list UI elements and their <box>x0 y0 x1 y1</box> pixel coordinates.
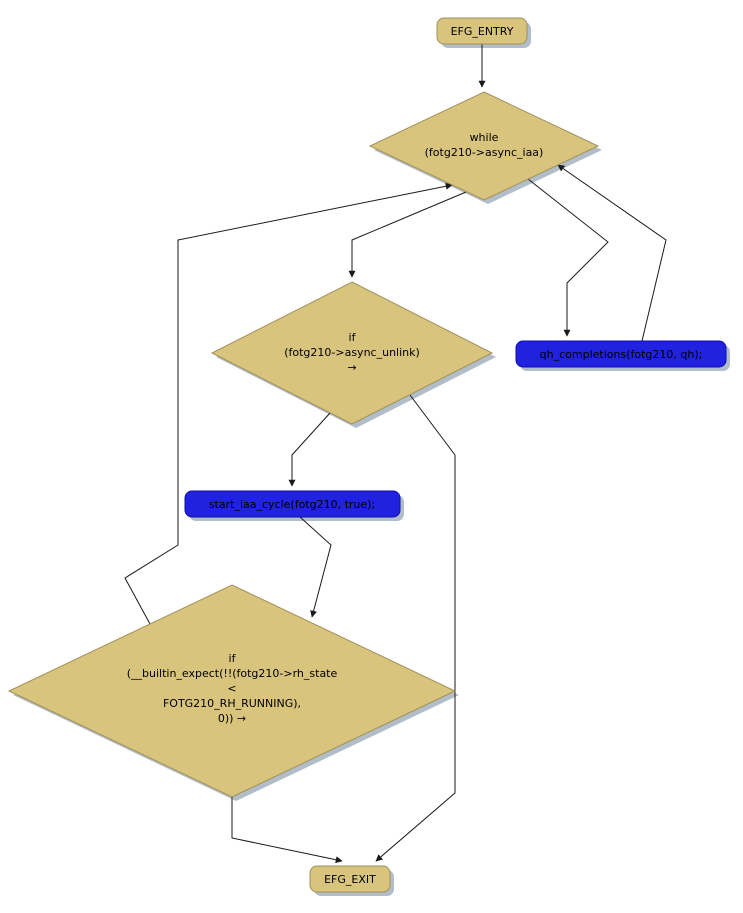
if-expect-label-line-4: FOTG210_RH_RUNNING), <box>163 697 301 710</box>
if-expect-label-line-3: < <box>227 682 236 695</box>
if-unlink-diamond <box>210 281 494 425</box>
if-unlink-label-line-2: (fotg210->async_unlink) <box>284 346 420 359</box>
start-iaa-box <box>184 490 401 518</box>
node-efg-entry: EFG_ENTRY <box>436 17 528 45</box>
while-label-line-2: (fotg210->async_iaa) <box>425 146 544 159</box>
qh-completions-box <box>515 340 727 368</box>
if-expect-label-line-1: if <box>229 652 237 665</box>
entry-box <box>436 17 528 45</box>
node-if-async-unlink: if (fotg210->async_unlink) → <box>210 281 494 425</box>
start-iaa-label: start_iaa_cycle(fotg210, true); <box>209 498 375 511</box>
if-expect-diamond <box>7 584 457 798</box>
node-while-async-iaa: while (fotg210->async_iaa) <box>368 91 600 201</box>
node-shadows <box>13 22 730 896</box>
node-if-builtin-expect: if (__builtin_expect(!!(fotg210->rh_stat… <box>7 584 457 798</box>
exit-box <box>309 865 391 893</box>
entry-label: EFG_ENTRY <box>451 25 514 38</box>
while-label-line-1: while <box>470 131 499 144</box>
edge-if-expect-to-while <box>124 182 453 625</box>
edge-start-iaa-to-if-expect <box>299 516 332 618</box>
qh-completions-label: qh_completions(fotg210, qh); <box>540 348 703 361</box>
exit-label: EFG_EXIT <box>324 873 376 886</box>
edge-if-unlink-to-start-iaa <box>288 412 331 487</box>
node-qh-completions: qh_completions(fotg210, qh); <box>515 340 727 368</box>
node-start-iaa-cycle: start_iaa_cycle(fotg210, true); <box>184 490 401 518</box>
nodes: EFG_ENTRY while (fotg210->async_iaa) if … <box>7 17 727 893</box>
if-unlink-label-line-3: → <box>347 361 356 374</box>
edges <box>124 44 667 864</box>
edge-if-unlink-to-exit <box>375 394 456 862</box>
edge-while-to-if-unlink <box>348 191 467 278</box>
if-unlink-label-line-1: if <box>349 331 357 344</box>
edge-qh-completions-to-while <box>557 164 667 342</box>
node-efg-exit: EFG_EXIT <box>309 865 391 893</box>
while-diamond <box>368 91 600 201</box>
edge-if-expect-to-exit <box>231 797 343 864</box>
if-expect-label-line-5: 0)) → <box>218 712 246 725</box>
edge-while-to-qh-completions <box>527 178 609 337</box>
if-expect-label-line-2: (__builtin_expect(!!(fotg210->rh_state <box>127 667 338 680</box>
